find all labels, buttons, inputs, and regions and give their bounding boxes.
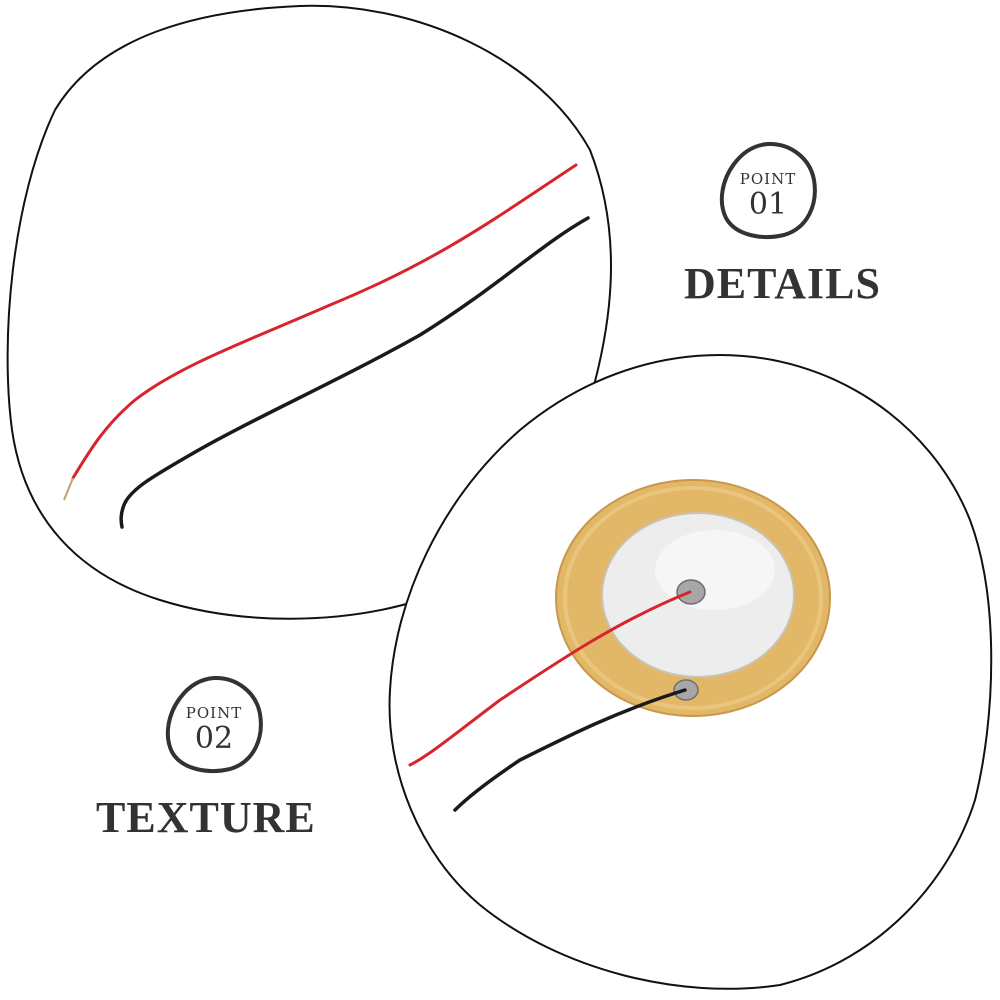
badge-shape-icon bbox=[165, 675, 263, 773]
point-02-badge: POINT 02 bbox=[164, 674, 264, 774]
details-caption: DETAILS bbox=[684, 259, 881, 308]
texture-caption: TEXTURE bbox=[96, 793, 316, 842]
red-wire-tip bbox=[63, 477, 74, 501]
brass-disc-rim bbox=[563, 486, 823, 710]
disc-red-wire bbox=[408, 590, 692, 767]
badge-shape-icon bbox=[719, 141, 817, 239]
details-blob-outline bbox=[6, 4, 612, 620]
point-02-number: 02 bbox=[194, 721, 234, 756]
disc-black-wire bbox=[453, 688, 687, 812]
black-wire bbox=[119, 216, 590, 529]
point-01-word: POINT bbox=[739, 170, 797, 188]
point-02-word: POINT bbox=[185, 704, 243, 722]
wire-detail-group bbox=[63, 163, 590, 529]
piezo-disc-group bbox=[408, 479, 831, 812]
point-01-number: 01 bbox=[748, 187, 788, 222]
point-01-badge: POINT 01 bbox=[718, 140, 818, 240]
red-wire bbox=[71, 163, 578, 480]
